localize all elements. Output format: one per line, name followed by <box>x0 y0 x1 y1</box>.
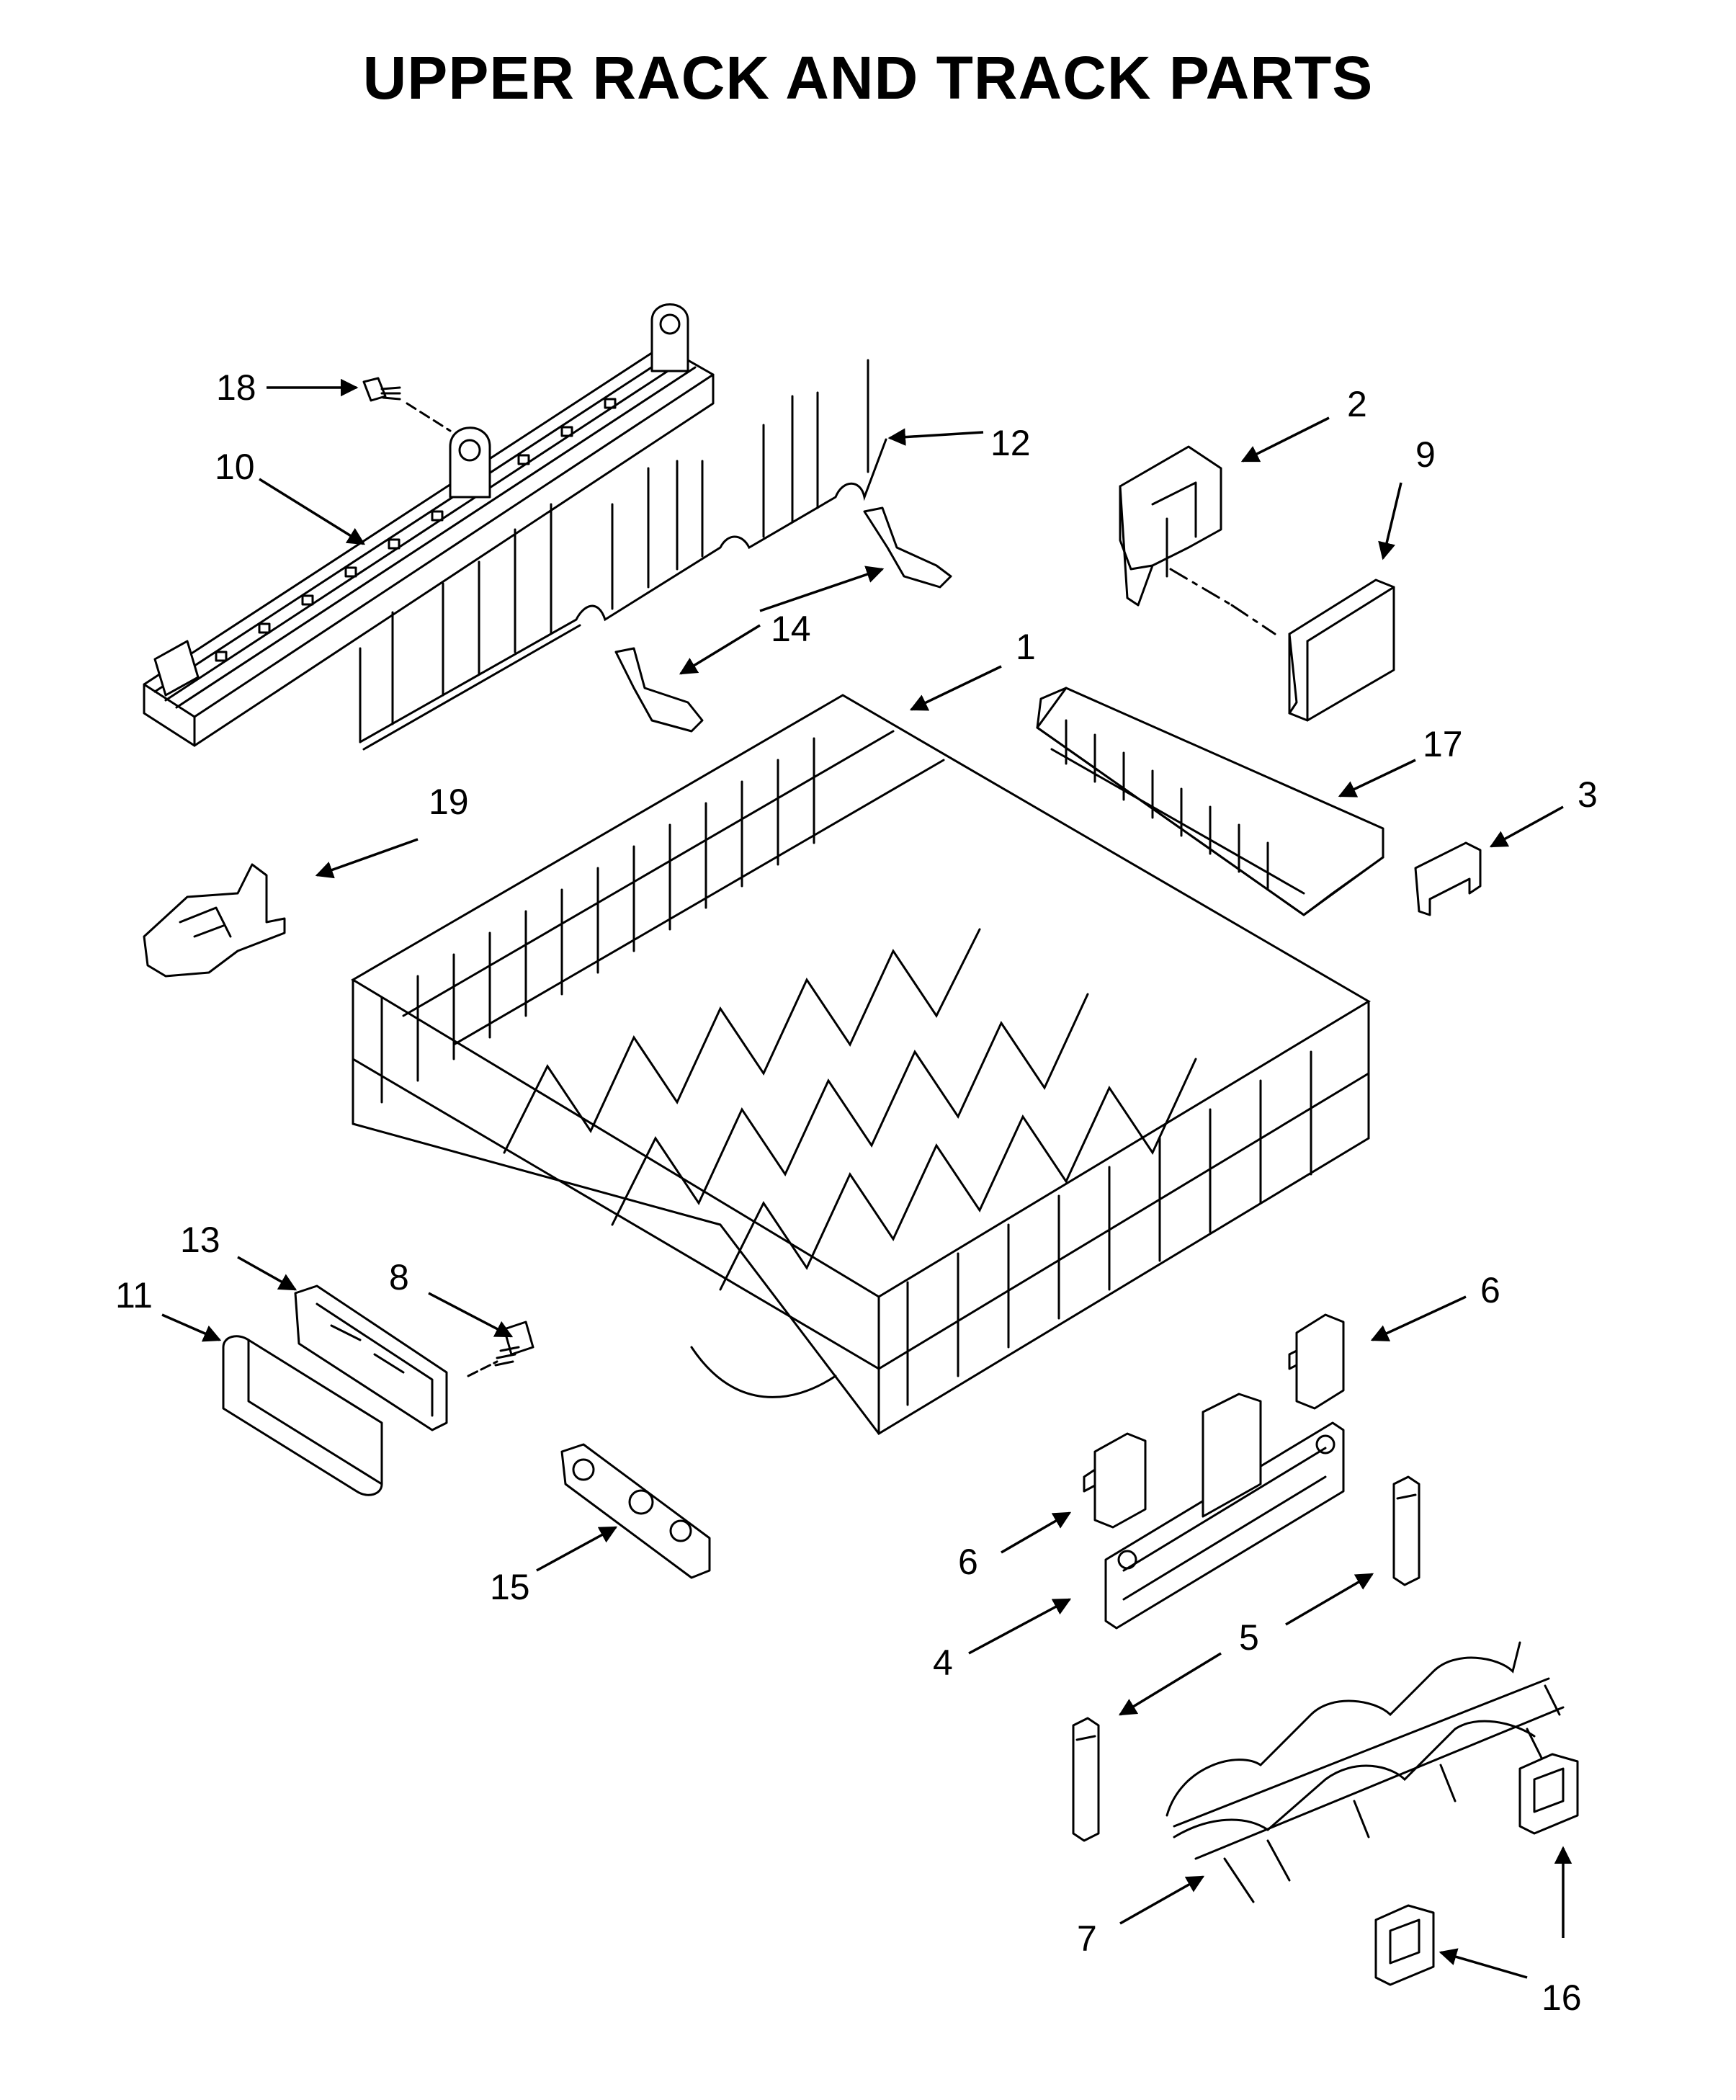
part-12-tine-row[interactable] <box>359 359 887 751</box>
part-1-upper-rack[interactable] <box>351 694 1371 1435</box>
part-7-wire-insert[interactable] <box>1165 1641 1565 1903</box>
callout-2: 2 <box>1347 384 1367 424</box>
callout-9: 9 <box>1415 434 1436 475</box>
callout-10: 10 <box>215 447 255 487</box>
callout-11: 11 <box>115 1275 153 1315</box>
callout-17: 17 <box>1423 724 1463 764</box>
part-4-adjuster-frame[interactable] <box>1104 1393 1345 1630</box>
part-9-insert[interactable] <box>1288 578 1395 722</box>
leader-lines <box>161 378 1572 1979</box>
callout-13: 13 <box>180 1220 220 1260</box>
part-13-frame[interactable] <box>294 1284 448 1431</box>
part-6-adjuster-lower[interactable] <box>1083 1432 1147 1529</box>
part-19-latch[interactable] <box>143 863 286 978</box>
callout-4: 4 <box>933 1643 953 1683</box>
part-3-cap[interactable] <box>1414 841 1482 916</box>
part-5-slide-right[interactable] <box>1392 1475 1420 1586</box>
callout-8: 8 <box>389 1257 409 1297</box>
callout-12: 12 <box>990 423 1031 463</box>
callout-6b: 6 <box>958 1542 978 1582</box>
part-18-screw[interactable] <box>362 377 452 432</box>
part-10-track-rail[interactable] <box>143 303 715 747</box>
diagram-title: UPPER RACK AND TRACK PARTS <box>362 44 1374 112</box>
callout-15: 15 <box>490 1567 530 1607</box>
part-17-silverware-basket[interactable] <box>1036 687 1384 916</box>
part-16-clip-right[interactable] <box>1518 1753 1579 1835</box>
part-2-bracket[interactable] <box>1119 445 1276 635</box>
part-16-clip-lower[interactable] <box>1374 1904 1435 1986</box>
callout-14: 14 <box>771 609 811 649</box>
part-6-adjuster-upper[interactable] <box>1288 1313 1345 1410</box>
callout-3: 3 <box>1578 774 1598 815</box>
callout-6a: 6 <box>1480 1270 1500 1310</box>
part-14-clip-upper[interactable] <box>863 506 952 589</box>
part-5-slide-left[interactable] <box>1072 1717 1100 1842</box>
part-11-handle[interactable] <box>222 1335 383 1496</box>
callout-16: 16 <box>1542 1978 1582 2018</box>
callout-5: 5 <box>1239 1617 1259 1658</box>
part-14-clip-lower[interactable] <box>614 647 704 733</box>
callout-7: 7 <box>1077 1918 1097 1959</box>
part-15-rail-end[interactable] <box>560 1443 711 1579</box>
callout-18: 18 <box>216 367 256 408</box>
callout-19: 19 <box>429 782 469 822</box>
callout-labels: 18 10 12 2 9 14 1 17 3 19 13 11 8 15 6 6… <box>115 367 1598 2018</box>
callout-1: 1 <box>1016 627 1036 667</box>
